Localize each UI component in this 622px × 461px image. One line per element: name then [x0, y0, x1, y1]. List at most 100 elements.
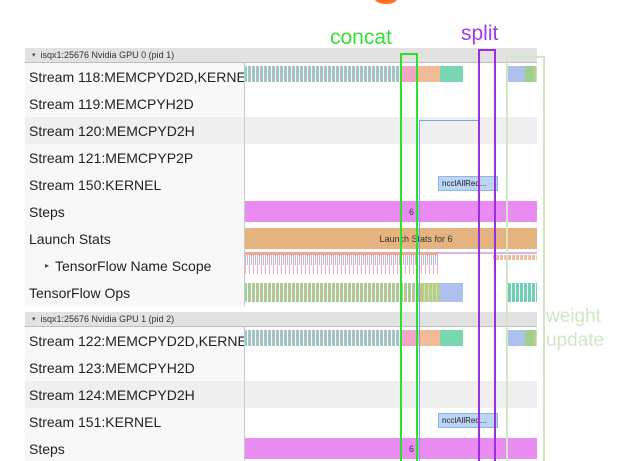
annotation-orange-marker — [375, 0, 397, 4]
group-header-label: isqx1:25676 Nvidia GPU 0 (pid 1) — [40, 50, 175, 60]
row-track[interactable]: ncclAllRed... — [245, 171, 537, 198]
steps-bar[interactable]: 6 — [245, 201, 537, 222]
event-block-green — [525, 66, 533, 82]
event-ticks-olive — [533, 66, 537, 82]
timeline-row-label-text: TensorFlow Name Scope — [55, 257, 212, 274]
row-track[interactable] — [245, 354, 537, 381]
namescope-ticks-right — [493, 255, 537, 260]
nccl-allreduce-chip[interactable]: ncclAllRed... — [438, 176, 498, 191]
launch-stats-bar[interactable]: Launch Stats for 6 — [245, 228, 537, 249]
row-track[interactable]: 6 — [245, 435, 537, 461]
group-header[interactable]: ▾ isqx1:25676 Nvidia GPU 0 (pid 1) — [25, 48, 537, 63]
timeline-row-label: Stream 118:MEMCPYD2D,KERNEL,ME — [25, 63, 245, 90]
nccl-allreduce-label: ncclAllRed... — [442, 416, 487, 425]
steps-bar[interactable]: 6 — [245, 438, 537, 459]
timeline-row-label: Stream 150:KERNEL — [25, 171, 245, 198]
trace-viewer[interactable]: ▾ isqx1:25676 Nvidia GPU 0 (pid 1) Stream … — [25, 48, 537, 461]
timeline-row[interactable]: Launch Stats Launch Stats for 6 — [25, 225, 537, 252]
timeline-row[interactable]: Stream 150:KERNEL ncclAllRed... — [25, 171, 537, 198]
timeline-row-label-text: Stream 124:MEMCPYD2H — [29, 386, 195, 403]
nccl-allreduce-chip[interactable]: ncclAllRed... — [438, 413, 498, 428]
timeline-row-label-text: Stream 123:MEMCPYH2D — [29, 359, 195, 376]
timeline-row-label-text: Steps — [29, 440, 65, 457]
row-track[interactable] — [245, 63, 537, 90]
event-block-blue — [508, 66, 525, 82]
annotation-concat: concat — [330, 26, 392, 49]
event-block-pink — [400, 330, 418, 346]
timeline-row[interactable]: ▸ TensorFlow Name Scope — [25, 252, 537, 279]
row-track[interactable]: Launch Stats for 6 — [245, 225, 537, 252]
timeline-row[interactable]: Stream 121:MEMCPYP2P — [25, 144, 537, 171]
namescope-ticks — [245, 255, 438, 265]
event-ticks-olive — [533, 330, 537, 346]
event-block-blue — [508, 330, 525, 346]
namescope-top-band — [245, 252, 438, 255]
timeline-row[interactable]: Stream 151:KERNEL ncclAllRed... — [25, 408, 537, 435]
timeline-row-label: Steps — [25, 198, 245, 225]
timeline-row-label: ▸ TensorFlow Name Scope — [25, 252, 245, 279]
ops-ticks-dense — [245, 283, 440, 302]
nccl-allreduce-label: ncclAllRed... — [442, 179, 487, 188]
timeline-row-label-text: Stream 120:MEMCPYD2H — [29, 122, 195, 139]
chevron-down-icon[interactable]: ▾ — [32, 52, 36, 59]
timeline-row-label: Stream 123:MEMCPYH2D — [25, 354, 245, 381]
timeline-row[interactable]: Steps 6 — [25, 435, 537, 461]
chevron-down-icon[interactable]: ▾ — [32, 316, 36, 323]
timeline-row-label: Stream 119:MEMCPYH2D — [25, 90, 245, 117]
timeline-row-label: Stream 120:MEMCPYD2H — [25, 117, 245, 144]
row-track[interactable] — [245, 90, 537, 117]
timeline-row-label-text: Stream 119:MEMCPYH2D — [29, 95, 194, 112]
row-track[interactable]: 6 — [245, 198, 537, 225]
timeline-row[interactable]: Stream 118:MEMCPYD2D,KERNEL,ME — [25, 63, 537, 90]
event-block-teal — [440, 66, 463, 82]
timeline-row-label: Stream 124:MEMCPYD2H — [25, 381, 245, 408]
ops-ticks-olive — [421, 283, 440, 302]
chevron-right-icon[interactable]: ▸ — [45, 261, 50, 270]
group-header-label: isqx1:25676 Nvidia GPU 1 (pid 2) — [40, 314, 175, 324]
launch-stats-bar-label: Launch Stats for 6 — [379, 233, 453, 244]
annotation-weight-update: weight update — [546, 305, 604, 353]
timeline-row-label-text: Stream 151:KERNEL — [29, 413, 162, 430]
row-track[interactable] — [245, 279, 537, 306]
steps-bar-label: 6 — [409, 443, 415, 454]
event-ticks-dense — [245, 330, 440, 346]
annotation-weight-update-line1: weight — [546, 306, 601, 327]
timeline-row-label-text: Launch Stats — [29, 230, 111, 247]
timeline-row-label: Stream 151:KERNEL — [25, 408, 245, 435]
namescope-subticks — [245, 265, 438, 274]
ops-block-blue — [440, 283, 463, 302]
group-spacer — [25, 306, 537, 312]
timeline-row-label-text: TensorFlow Ops — [29, 284, 131, 301]
timeline-row-label: Stream 122:MEMCPYD2D,KERNEL,MI — [25, 327, 245, 354]
row-track[interactable]: ncclAllRed... — [245, 408, 537, 435]
event-block-teal — [440, 330, 463, 346]
timeline-row[interactable]: Stream 120:MEMCPYD2H — [25, 117, 537, 144]
timeline-row[interactable]: Stream 119:MEMCPYH2D — [25, 90, 537, 117]
timeline-row[interactable]: Stream 124:MEMCPYD2H — [25, 381, 537, 408]
timeline-row-label-text: Stream 121:MEMCPYP2P — [29, 149, 194, 166]
group-header[interactable]: ▾ isqx1:25676 Nvidia GPU 1 (pid 2) — [25, 312, 537, 327]
namescope-top-band-right — [438, 252, 537, 254]
annotation-split: split — [461, 22, 499, 45]
timeline-row-label-text: Steps — [29, 203, 65, 220]
timeline-row[interactable]: Stream 123:MEMCPYH2D — [25, 354, 537, 381]
row-track[interactable] — [245, 117, 537, 144]
event-ticks-dense — [245, 66, 440, 82]
timeline-row-label: Steps — [25, 435, 245, 461]
event-block-pink — [400, 66, 418, 82]
event-block-green — [525, 330, 533, 346]
timeline-row-label-text: Stream 122:MEMCPYD2D,KERNEL,MI — [29, 332, 244, 349]
row-track[interactable] — [245, 381, 537, 408]
timeline-row[interactable]: Steps 6 — [25, 198, 537, 225]
timeline-row-label: Stream 121:MEMCPYP2P — [25, 144, 245, 171]
row-track[interactable] — [245, 252, 537, 279]
row-track[interactable] — [245, 327, 537, 354]
timeline-row[interactable]: Stream 122:MEMCPYD2D,KERNEL,MI — [25, 327, 537, 354]
timeline-row-label: TensorFlow Ops — [25, 279, 245, 306]
timeline-row-label-text: Stream 118:MEMCPYD2D,KERNEL,ME — [29, 68, 245, 85]
ops-ticks-teal — [508, 283, 537, 302]
steps-bar-label: 6 — [409, 206, 415, 217]
annotation-weight-update-line2: update — [546, 330, 605, 351]
timeline-row[interactable]: TensorFlow Ops — [25, 279, 537, 306]
row-track[interactable] — [245, 144, 537, 171]
